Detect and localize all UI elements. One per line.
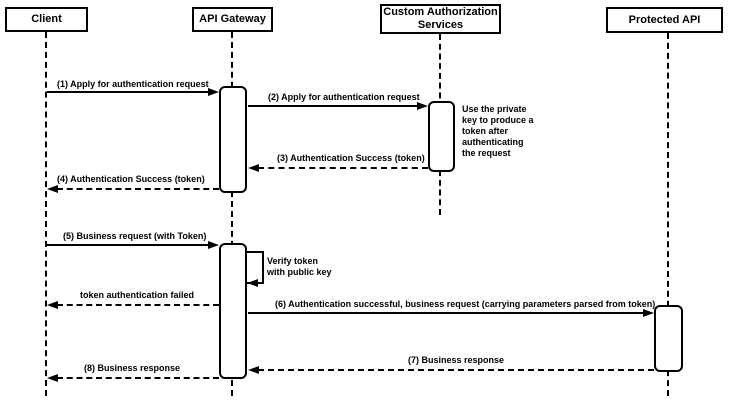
activation-api-gateway-business — [219, 243, 247, 379]
participant-protected-api-label: Protected API — [628, 13, 701, 26]
participant-custom-authorization-services-label: Custom Authorization Services — [383, 6, 498, 31]
activation-protected-api — [654, 305, 683, 372]
message-8-label: (8) Business response — [84, 363, 181, 373]
message-5-label: (5) Business request (with Token) — [63, 231, 207, 241]
participant-custom-authorization-services: Custom Authorization Services — [380, 4, 501, 34]
participant-client-label: Client — [31, 13, 62, 25]
participant-api-gateway-label: API Gateway — [199, 13, 266, 25]
message-token-failed-line — [57, 304, 219, 306]
message-2-line — [248, 105, 417, 107]
participant-client: Client — [5, 7, 88, 32]
message-6-arrowhead — [643, 309, 654, 317]
message-1-label: (1) Apply for authentication request — [57, 79, 209, 89]
message-1-arrowhead — [208, 88, 219, 96]
message-token-failed-label: token authentication failed — [80, 290, 195, 300]
activation-api-gateway-auth — [219, 86, 247, 193]
message-2-label: (2) Apply for authentication request — [268, 92, 420, 102]
message-4-line — [57, 188, 219, 190]
message-4-arrowhead — [47, 185, 58, 193]
message-7-line — [258, 369, 654, 371]
self-message-verify-token-label: Verify token with public key — [267, 256, 332, 277]
activation-custom-authorization-services — [428, 101, 455, 172]
message-3-arrowhead — [248, 164, 259, 172]
message-token-failed-arrowhead — [47, 301, 58, 309]
message-8-line — [57, 377, 219, 379]
participant-protected-api: Protected API — [606, 7, 723, 33]
message-8-arrowhead — [47, 374, 58, 382]
self-message-verify-token-arrowhead — [247, 279, 258, 287]
message-7-arrowhead — [248, 366, 259, 374]
lifeline-client — [45, 32, 47, 396]
message-1-line — [47, 91, 208, 93]
lifeline-protected-api — [667, 33, 669, 396]
message-5-line — [47, 244, 208, 246]
note-private-key: Use the private key to produce a token a… — [462, 104, 534, 158]
message-3-line — [258, 167, 428, 169]
participant-api-gateway: API Gateway — [192, 7, 273, 32]
message-6-line — [248, 312, 643, 314]
lifeline-api-gateway — [231, 32, 233, 396]
message-5-arrowhead — [208, 241, 219, 249]
message-3-label: (3) Authentication Success (token) — [277, 153, 425, 163]
message-4-label: (4) Authentication Success (token) — [57, 174, 205, 184]
message-2-arrowhead — [417, 102, 428, 110]
message-6-label: (6) Authentication successful, business … — [275, 299, 656, 309]
message-7-label: (7) Business response — [408, 355, 505, 365]
